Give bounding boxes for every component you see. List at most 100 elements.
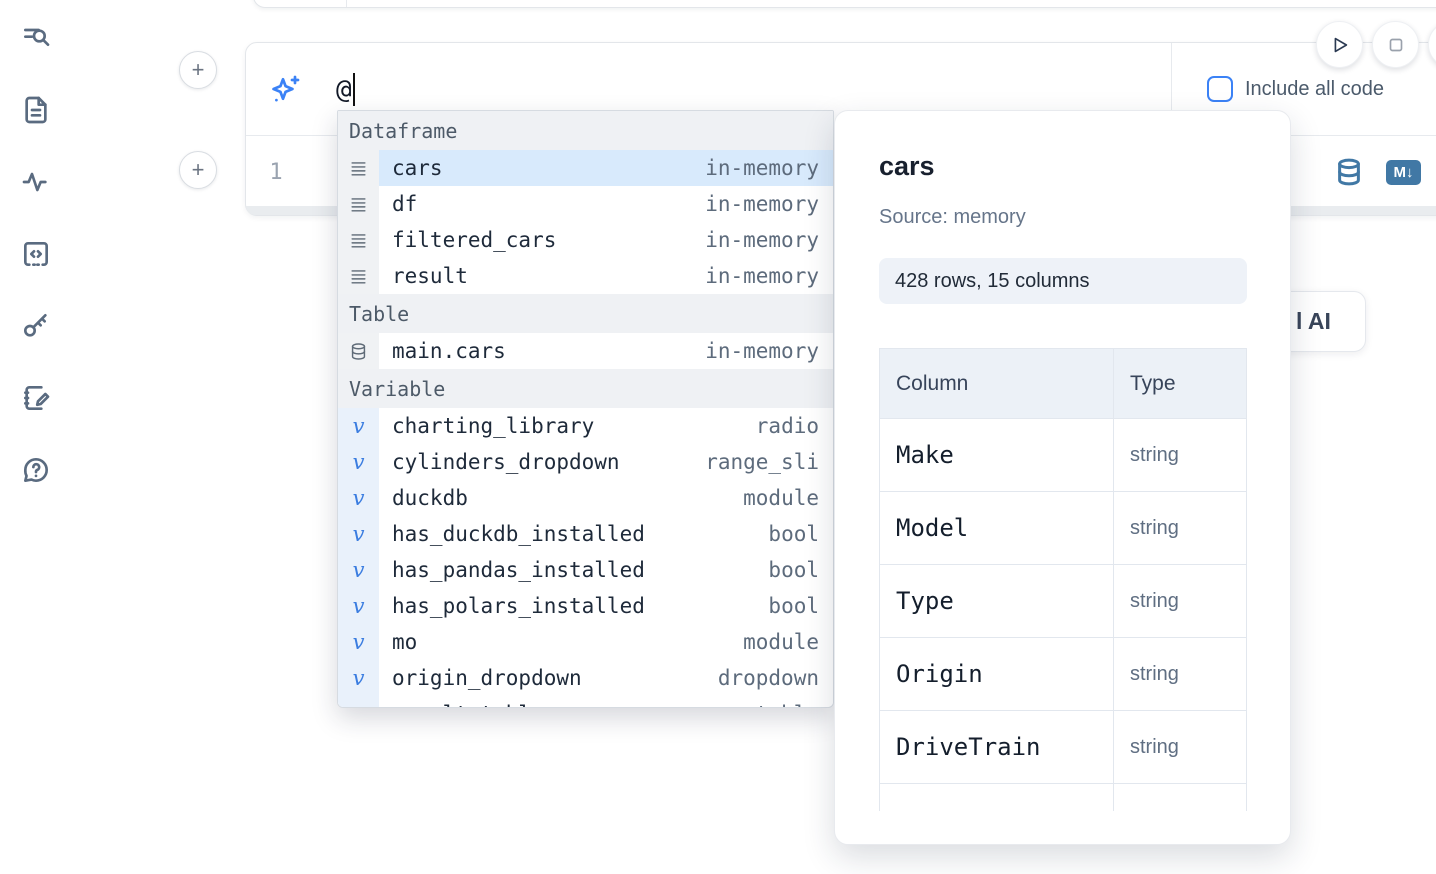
schema-header-type: Type bbox=[1113, 348, 1247, 419]
variable-icon: v bbox=[352, 557, 365, 582]
completion-item-gutter bbox=[338, 258, 379, 294]
completion-item-gutter: v bbox=[338, 408, 379, 444]
variable-icon: v bbox=[352, 485, 365, 510]
variable-icon: v bbox=[352, 521, 365, 546]
code-snippet-icon[interactable] bbox=[20, 238, 52, 270]
completion-item-result[interactable]: result in-memory bbox=[338, 258, 833, 294]
completion-item-result_table[interactable]: vresult_tabletable bbox=[338, 696, 833, 707]
completion-item-gutter: v bbox=[338, 552, 379, 588]
schema-header-column: Column bbox=[879, 348, 1114, 419]
completion-item-type: module bbox=[743, 486, 819, 510]
schema-column-name: Model bbox=[879, 491, 1114, 565]
completion-item-has_duckdb_installed[interactable]: v has_duckdb_installed bool bbox=[338, 516, 833, 552]
include-all-code-checkbox[interactable] bbox=[1207, 76, 1233, 102]
table-of-contents-search-icon[interactable] bbox=[20, 22, 52, 54]
add-cell-above-button[interactable]: + bbox=[179, 51, 217, 89]
schema-column-name: Origin bbox=[879, 637, 1114, 711]
completion-item-name: has_pandas_installed bbox=[392, 558, 645, 582]
completion-item-main: origin_dropdown dropdown bbox=[379, 660, 833, 696]
completion-item-type: bool bbox=[768, 558, 819, 582]
schema-column-type: string bbox=[1113, 637, 1247, 711]
dataframe-rows-icon bbox=[351, 269, 366, 284]
database-icon[interactable] bbox=[1334, 157, 1364, 187]
markdown-icon[interactable]: M↓ bbox=[1386, 159, 1421, 185]
help-chat-icon[interactable] bbox=[20, 454, 52, 486]
completion-item-main: has_pandas_installed bool bbox=[379, 552, 833, 588]
completion-item-type: in-memory bbox=[705, 264, 819, 288]
completion-item-name: origin_dropdown bbox=[392, 666, 582, 690]
completion-item-gutter: v bbox=[338, 624, 379, 660]
schema-column-type: string bbox=[1113, 491, 1247, 565]
completion-item-type: in-memory bbox=[705, 228, 819, 252]
schema-column-name: Make bbox=[879, 418, 1114, 492]
completion-section-header: Variable bbox=[338, 369, 833, 408]
run-cell-button[interactable] bbox=[1316, 21, 1363, 68]
stop-icon bbox=[1389, 38, 1402, 51]
completion-item-gutter: v bbox=[338, 444, 379, 480]
activity-icon[interactable] bbox=[20, 166, 52, 198]
scratchpad-icon[interactable] bbox=[20, 382, 52, 414]
cell-gutter-divider bbox=[346, 0, 347, 7]
completion-item-filtered_cars[interactable]: filtered_cars in-memory bbox=[338, 222, 833, 258]
completion-item-name: result bbox=[392, 264, 468, 288]
completion-item-gutter bbox=[338, 333, 379, 369]
completion-item-main: filtered_cars in-memory bbox=[379, 222, 833, 258]
ai-prompt-input[interactable]: @ bbox=[336, 43, 536, 136]
schema-column-type: string bbox=[1113, 564, 1247, 638]
key-icon[interactable] bbox=[20, 310, 52, 342]
variable-icon: v bbox=[352, 629, 365, 654]
completion-item-duckdb[interactable]: v duckdb module bbox=[338, 480, 833, 516]
add-cell-below-button[interactable]: + bbox=[179, 151, 217, 189]
completion-item-type: range_sli bbox=[705, 450, 819, 474]
variable-icon: v bbox=[352, 665, 365, 690]
code-editor-row[interactable]: 1 M↓ bbox=[246, 136, 1436, 208]
completion-item-gutter bbox=[338, 186, 379, 222]
dataframe-rows-icon bbox=[351, 197, 366, 212]
text-caret bbox=[352, 73, 355, 106]
table-database-icon bbox=[351, 342, 366, 360]
completion-item-has_pandas_installed[interactable]: v has_pandas_installed bool bbox=[338, 552, 833, 588]
stop-button[interactable] bbox=[1372, 21, 1419, 68]
completion-item-name: main.cars bbox=[392, 339, 506, 363]
panel-title: cars bbox=[879, 151, 935, 181]
dataframe-rows-icon bbox=[351, 161, 366, 176]
generate-with-ai-label: l AI bbox=[1296, 308, 1331, 334]
completion-item-name: charting_library bbox=[392, 414, 595, 438]
completion-item-name: has_duckdb_installed bbox=[392, 522, 645, 546]
dataframe-rows-icon bbox=[351, 233, 366, 248]
include-all-code-label: Include all code bbox=[1245, 78, 1384, 100]
completion-item-origin_dropdown[interactable]: v origin_dropdown dropdown bbox=[338, 660, 833, 696]
schema-column-type: string bbox=[1113, 710, 1247, 784]
completion-item-type: table bbox=[756, 702, 819, 707]
input-divider bbox=[1171, 43, 1172, 135]
completion-item-type: bool bbox=[768, 522, 819, 546]
completion-item-type: bool bbox=[768, 594, 819, 618]
completion-item-name: result_table bbox=[392, 702, 544, 707]
completion-item-type: dropdown bbox=[717, 666, 819, 690]
completion-item-name: filtered_cars bbox=[392, 228, 557, 252]
file-document-icon[interactable] bbox=[20, 94, 52, 126]
shape-badge: 428 rows, 15 columns bbox=[879, 258, 1247, 304]
completion-item-gutter: v bbox=[338, 516, 379, 552]
completion-item-name: duckdb bbox=[392, 486, 468, 510]
completion-section-header: Table bbox=[338, 294, 833, 333]
completion-item-type: in-memory bbox=[705, 156, 819, 180]
